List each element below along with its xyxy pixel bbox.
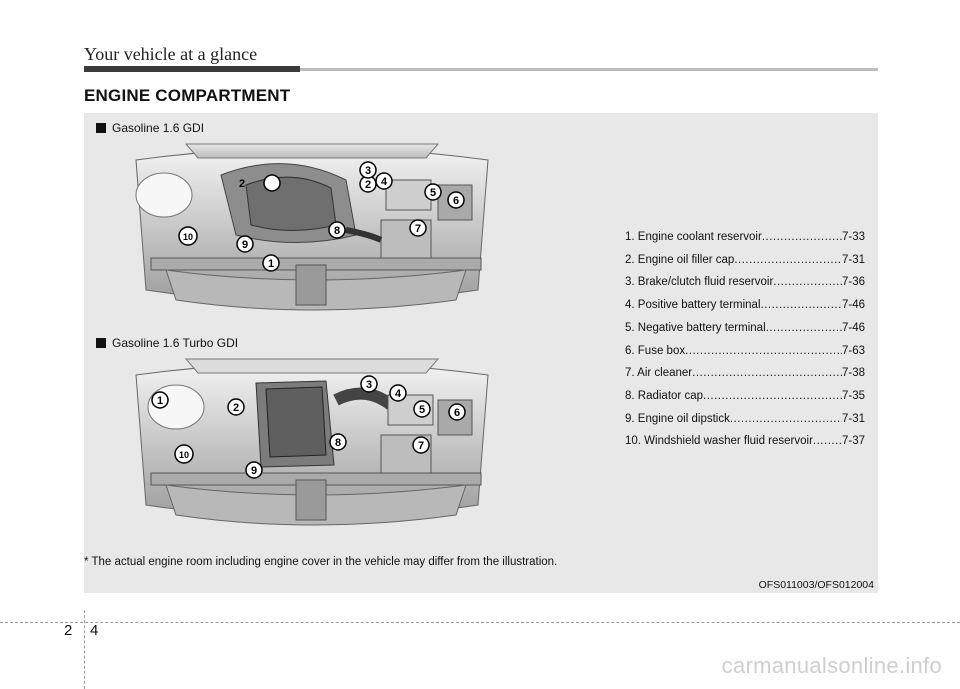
callout-number: 6 bbox=[453, 195, 459, 207]
callout-number: 10 bbox=[179, 450, 189, 460]
leader-dots bbox=[703, 385, 842, 408]
component-legend: 1. Engine coolant reservoir 7-33 2. Engine… bbox=[625, 226, 865, 453]
callout-number: 10 bbox=[183, 232, 193, 242]
leader-dots bbox=[730, 408, 842, 431]
callout-number: 3 bbox=[365, 165, 371, 177]
footer-rule bbox=[0, 622, 960, 623]
legend-item-page: 7-63 bbox=[841, 344, 865, 357]
variant-label-text: Gasoline 1.6 GDI bbox=[112, 121, 205, 135]
square-bullet-icon bbox=[96, 123, 106, 133]
figure-code: OFS011003/OFS012004 bbox=[758, 579, 874, 591]
legend-item-page: 7-35 bbox=[841, 389, 865, 402]
legend-item: 4. Positive battery terminal 7-46 bbox=[625, 294, 865, 317]
legend-item-page: 7-46 bbox=[841, 321, 865, 334]
legend-item: 1. Engine coolant reservoir 7-33 bbox=[625, 226, 865, 249]
legend-item-label: 8. Radiator cap bbox=[625, 389, 703, 402]
callout-number: 9 bbox=[251, 465, 257, 477]
watermark: carmanualsonline.info bbox=[721, 653, 942, 678]
legend-item-label: 2. Engine oil filler cap bbox=[625, 253, 735, 266]
legend-item-label: 5. Negative battery terminal bbox=[625, 321, 766, 334]
callout-number: 6 bbox=[454, 407, 460, 419]
legend-item-label: 9. Engine oil dipstick bbox=[625, 412, 730, 425]
legend-item: 8. Radiator cap 7-35 bbox=[625, 385, 865, 408]
legend-item: 7. Air cleaner 7-38 bbox=[625, 362, 865, 385]
callout-number: 7 bbox=[415, 223, 421, 235]
legend-item-page: 7-33 bbox=[841, 231, 865, 243]
legend-item-label: 1. Engine coolant reservoir bbox=[625, 231, 762, 243]
legend-item-label: 7. Air cleaner bbox=[625, 367, 693, 380]
page-number: 4 bbox=[90, 622, 99, 639]
legend-item-label: 6. Fuse box bbox=[625, 344, 686, 357]
callout-number: 4 bbox=[381, 176, 388, 188]
callout-number: 8 bbox=[334, 225, 340, 237]
leader-dots bbox=[762, 226, 842, 249]
legend-item-label: 3. Brake/clutch fluid reservoir bbox=[625, 276, 774, 289]
variant-label-turbo-gdi: Gasoline 1.6 Turbo GDI bbox=[96, 336, 238, 350]
callout-number: 2 bbox=[233, 402, 239, 414]
leader-dots bbox=[685, 340, 842, 363]
legend-item-label: 10. Windshield washer fluid reservoir bbox=[625, 435, 813, 448]
legend-item: 2. Engine oil filler cap 7-31 bbox=[625, 249, 865, 272]
callout-number: 5 bbox=[419, 404, 425, 416]
callout-number: 2 bbox=[239, 178, 245, 190]
variant-label-gdi: Gasoline 1.6 GDI bbox=[96, 121, 204, 135]
legend-item-label: 4. Positive battery terminal bbox=[625, 299, 761, 312]
engine-illustration-gdi: 2 1 3 4 5 6 7 8 9 10 2 bbox=[135, 143, 489, 311]
legend-item: 10. Windshield washer fluid reservoir 7-3… bbox=[625, 430, 865, 453]
footnote: * The actual engine room including engin… bbox=[84, 556, 558, 568]
legend-item: 5. Negative battery terminal 7-46 bbox=[625, 317, 865, 340]
callout-number: 2 bbox=[365, 179, 371, 191]
chapter-number: 2 bbox=[64, 622, 73, 639]
legend-item-page: 7-38 bbox=[841, 367, 865, 380]
leader-dots bbox=[773, 271, 842, 294]
engine-illustration-turbo-gdi: 1 2 3 4 5 6 7 8 9 10 bbox=[135, 358, 489, 526]
leader-dots bbox=[813, 430, 842, 453]
leader-dots bbox=[761, 294, 842, 317]
callout-number: 3 bbox=[366, 379, 372, 391]
chapter-title: Your vehicle at a glance bbox=[84, 44, 258, 64]
header-rule-accent bbox=[84, 66, 300, 72]
callout-number: 8 bbox=[335, 437, 341, 449]
square-bullet-icon bbox=[96, 338, 106, 348]
legend-item: 9. Engine oil dipstick 7-31 bbox=[625, 408, 865, 431]
legend-item-page: 7-46 bbox=[841, 299, 865, 312]
leader-dots bbox=[766, 317, 842, 340]
leader-dots bbox=[734, 249, 842, 272]
legend-item-page: 7-31 bbox=[841, 253, 865, 266]
callout-number: 4 bbox=[395, 388, 402, 400]
page-number-divider bbox=[84, 610, 85, 689]
legend-item-page: 7-37 bbox=[841, 435, 865, 448]
callout-number: 1 bbox=[157, 395, 163, 407]
section-title: ENGINE COMPARTMENT bbox=[84, 86, 291, 105]
legend-item: 6. Fuse box 7-63 bbox=[625, 340, 865, 363]
legend-item-page: 7-31 bbox=[841, 412, 865, 425]
callout-number: 5 bbox=[430, 187, 436, 199]
callout-number: 9 bbox=[242, 239, 248, 251]
legend-item-page: 7-36 bbox=[841, 276, 865, 289]
callout-number: 7 bbox=[418, 440, 424, 452]
callout-number: 1 bbox=[268, 258, 274, 270]
variant-label-text: Gasoline 1.6 Turbo GDI bbox=[112, 336, 239, 350]
header-rule bbox=[84, 68, 878, 71]
leader-dots bbox=[692, 362, 842, 385]
legend-item: 3. Brake/clutch fluid reservoir 7-36 bbox=[625, 271, 865, 294]
